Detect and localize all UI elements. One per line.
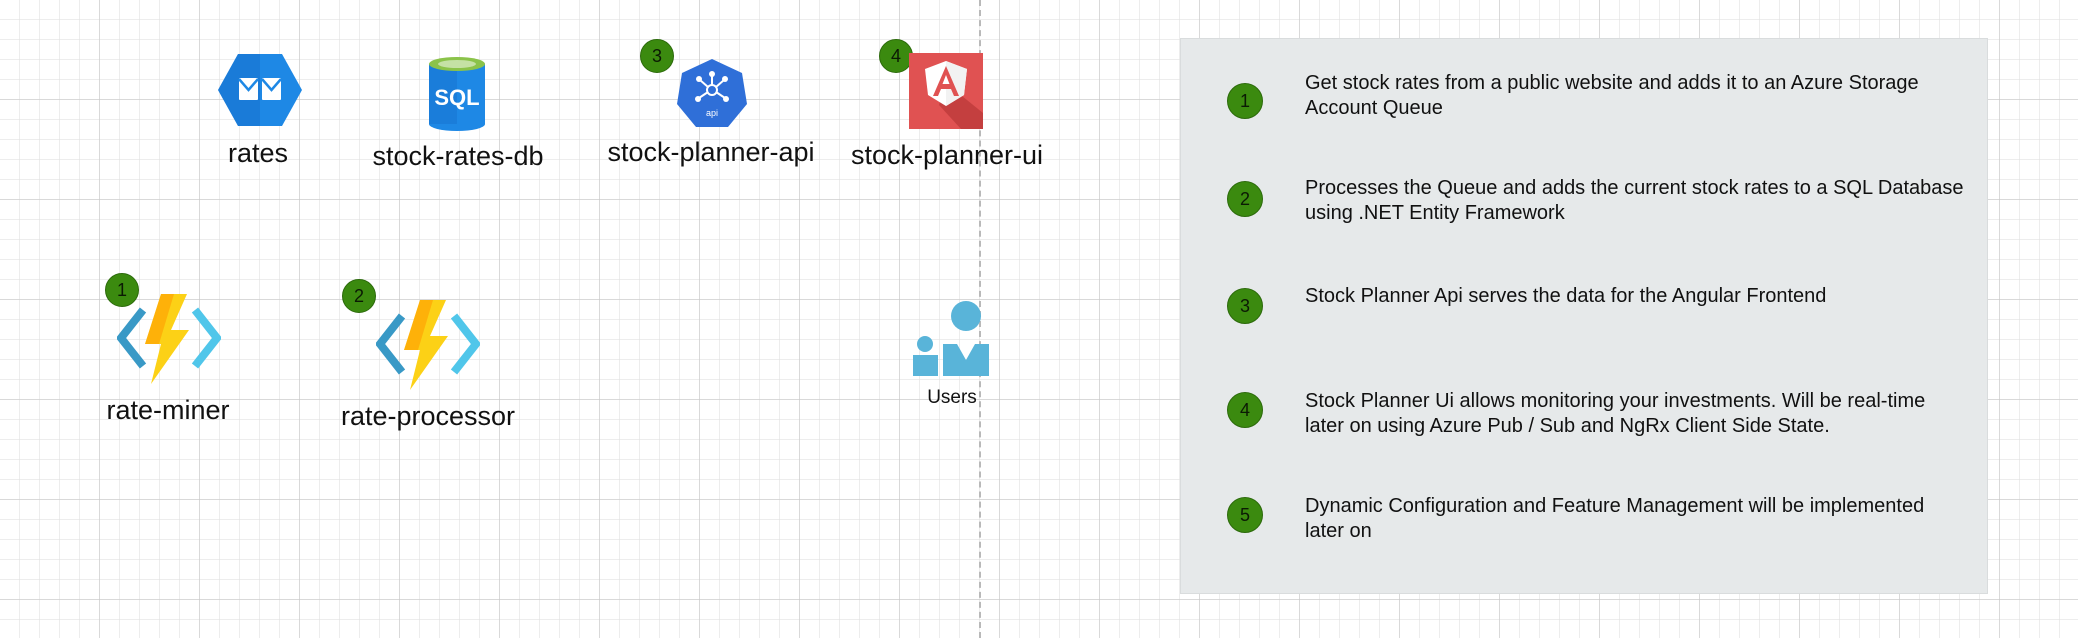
step-badge-3: 3 [640,39,674,73]
storage-queue-icon[interactable] [217,53,303,127]
users-icon[interactable] [913,300,989,378]
step-badge-1: 1 [105,273,139,307]
step-badge-2: 2 [342,279,376,313]
legend-step-2-text: Processes the Queue and adds the current… [1305,177,1964,224]
legend-badge-1: 1 [1227,83,1263,119]
node-label-rates: rates [227,138,289,168]
node-label-rate-processor: rate-processor [340,401,516,431]
sql-database-icon[interactable]: SQL [428,56,486,132]
angular-icon[interactable] [909,53,983,129]
legend-step-1-text: Get stock rates from a public website an… [1305,72,1919,119]
legend-badge-5: 5 [1227,497,1263,533]
step-badge-4: 4 [879,39,913,73]
kubernetes-api-icon[interactable]: api [676,58,748,128]
legend-step-3-text: Stock Planner Api serves the data for th… [1305,285,1827,307]
svg-text:api: api [706,108,718,118]
node-label-stock-planner-ui: stock-planner-ui [850,140,1044,170]
legend-step-5-text: Dynamic Configuration and Feature Manage… [1305,495,1925,542]
legend-badge-2: 2 [1227,181,1263,217]
azure-function-icon[interactable] [374,298,482,390]
legend-badge-3: 3 [1227,288,1263,324]
node-label-stock-planner-api: stock-planner-api [607,137,815,167]
node-label-stock-rates-db: stock-rates-db [372,141,544,171]
node-label-rate-miner: rate-miner [106,395,230,425]
legend-step-4-text: Stock Planner Ui allows monitoring your … [1305,390,1926,437]
legend-badge-4: 4 [1227,392,1263,428]
legend-panel [1180,38,1988,594]
svg-text:SQL: SQL [434,85,479,110]
azure-function-icon[interactable] [115,292,223,384]
node-label-users: Users [927,387,977,408]
